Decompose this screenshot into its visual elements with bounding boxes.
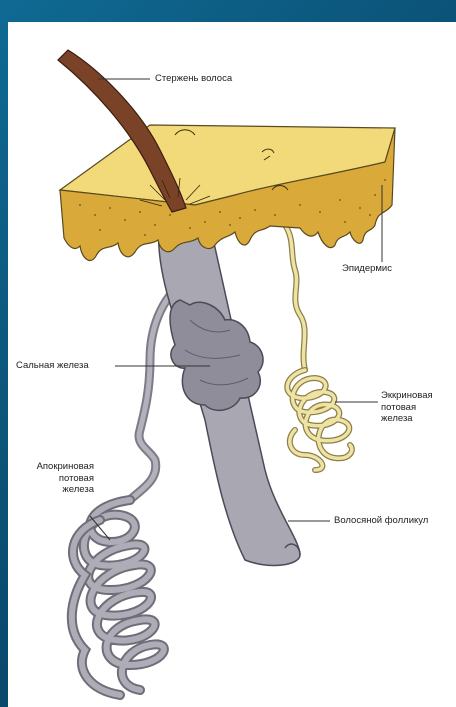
apocrine-label-line3: железа [22,484,94,496]
eccrine-label-line1: Эккриновая [381,390,433,402]
apocrine-label-line1: Апокриновая [22,461,94,473]
apocrine-gland-coil [72,500,164,695]
epidermis-label: Эпидермис [342,263,392,275]
hair-follicle-label: Волосяной фолликул [334,515,428,527]
sebaceous-gland-label: Сальная железа [16,360,89,372]
eccrine-label-line3: железа [381,413,433,425]
eccrine-label-line2: потовая [381,402,433,414]
sebaceous-gland-shape [170,300,263,410]
apocrine-gland-label: Апокриновая потовая железа [22,461,94,496]
hair-shaft-label: Стержень волоса [155,73,232,85]
eccrine-gland-label: Эккриновая потовая железа [381,390,433,425]
apocrine-label-line2: потовая [22,473,94,485]
